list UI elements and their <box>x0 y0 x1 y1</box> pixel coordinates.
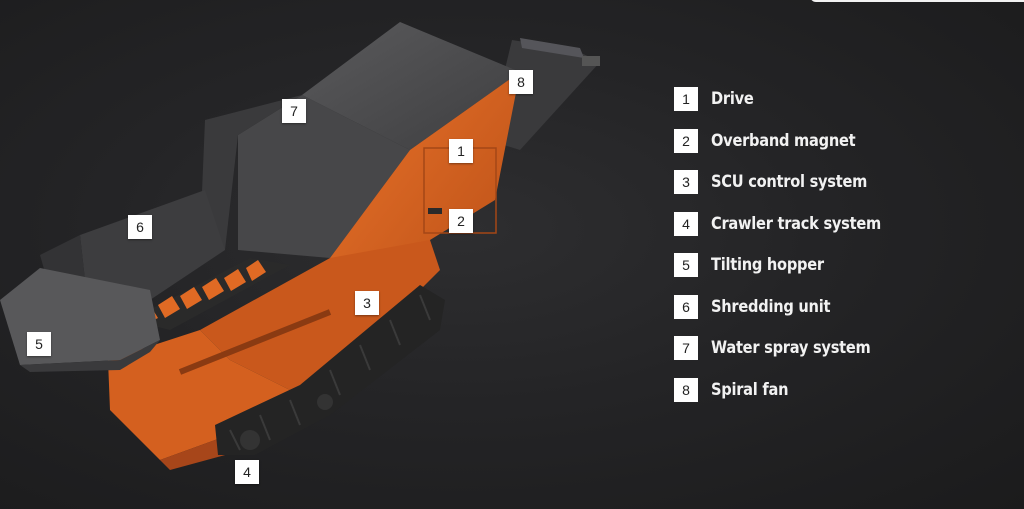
top-edge-panel <box>810 0 1024 2</box>
legend-number: 7 <box>674 336 698 360</box>
legend-number: 3 <box>674 170 698 194</box>
legend-number: 2 <box>674 128 698 153</box>
legend-item-crawler-track-system[interactable]: 4 Crawler track system <box>674 211 909 236</box>
legend-number: 5 <box>674 253 698 277</box>
legend-item-shredding-unit[interactable]: 6 Shredding unit <box>674 294 909 319</box>
callout-marker-1[interactable]: 1 <box>449 139 473 163</box>
legend-number: 8 <box>674 377 698 402</box>
legend-item-overband-magnet[interactable]: 2 Overband magnet <box>674 128 909 153</box>
legend-label: Spiral fan <box>711 379 789 400</box>
legend-label: Water spray system <box>711 338 871 358</box>
legend-item-tilting-hopper[interactable]: 5 Tilting hopper <box>674 253 909 277</box>
legend-number: 1 <box>674 87 698 111</box>
legend-number: 6 <box>674 294 698 319</box>
legend-label: Tilting hopper <box>711 255 824 275</box>
legend-item-drive[interactable]: 1 Drive <box>674 87 909 111</box>
legend-label: SCU control system <box>711 172 868 192</box>
legend-number: 4 <box>674 211 698 236</box>
feature-legend: 1 Drive 2 Overband magnet 3 SCU control … <box>674 87 909 419</box>
callout-marker-2[interactable]: 2 <box>449 209 473 233</box>
crawler-track <box>215 285 445 455</box>
conveyor-belt <box>488 38 600 150</box>
callout-marker-7[interactable]: 7 <box>282 99 306 123</box>
callout-marker-6[interactable]: 6 <box>128 215 152 239</box>
callout-marker-3[interactable]: 3 <box>355 291 379 315</box>
legend-item-water-spray-system[interactable]: 7 Water spray system <box>674 336 909 360</box>
callout-marker-8[interactable]: 8 <box>509 70 533 94</box>
legend-item-scu-control-system[interactable]: 3 SCU control system <box>674 170 909 194</box>
callout-marker-4[interactable]: 4 <box>235 460 259 484</box>
legend-label: Overband magnet <box>711 130 856 151</box>
callout-marker-5[interactable]: 5 <box>27 332 51 356</box>
legend-label: Shredding unit <box>711 296 831 317</box>
legend-label: Drive <box>711 89 754 109</box>
machine-orange-body <box>108 72 520 470</box>
machine-housing <box>40 22 520 300</box>
legend-label: Crawler track system <box>711 213 881 234</box>
legend-item-spiral-fan[interactable]: 8 Spiral fan <box>674 377 909 402</box>
